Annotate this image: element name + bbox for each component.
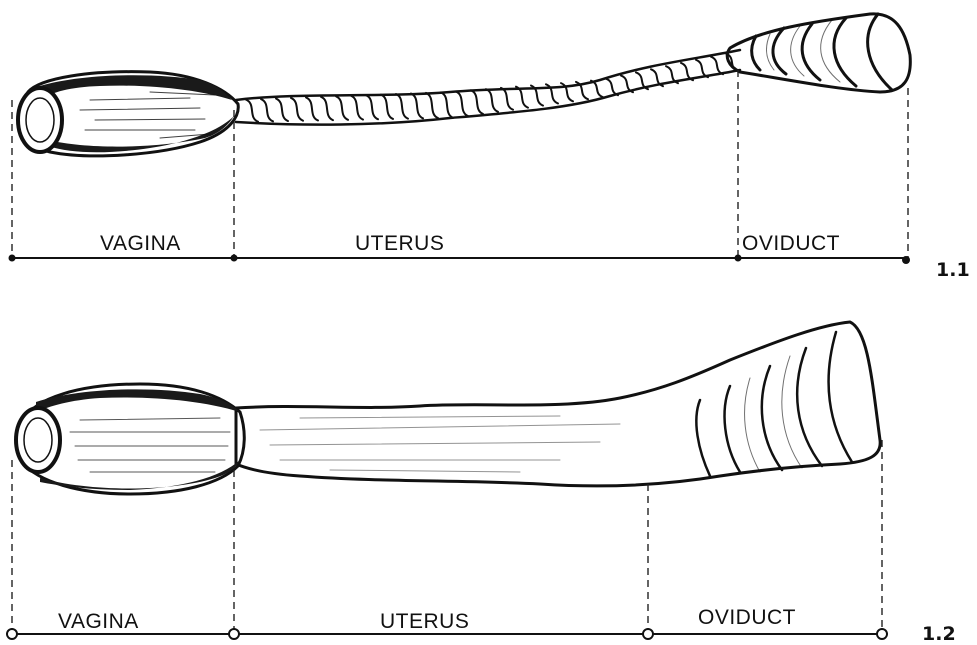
uterus-drawing-1-1 — [236, 50, 740, 125]
scale-marker — [7, 629, 17, 639]
label-oviduct-1-2: OVIDUCT — [698, 606, 796, 629]
scale-marker — [229, 629, 239, 639]
uterus-coil-stroke — [261, 99, 273, 121]
label-vagina-1-2: VAGINA — [58, 610, 139, 633]
figure-number-1-1: 1.1 — [936, 259, 970, 281]
figure-1-2: VAGINA UTERUS OVIDUCT 1.2 — [7, 322, 956, 645]
guides-1-2 — [12, 440, 882, 632]
uterus-coil-stroke — [696, 60, 708, 77]
uterus-coil-stroke — [381, 95, 393, 119]
scale-marker — [9, 255, 16, 262]
label-vagina-1-1: VAGINA — [100, 232, 181, 255]
uterus-coil-stroke — [306, 97, 318, 120]
uterus-coil-stroke — [366, 95, 378, 119]
uterus-coil-stroke — [471, 90, 483, 114]
uterus-coil-stroke — [321, 97, 333, 120]
label-uterus-1-2: UTERUS — [380, 610, 469, 633]
scale-marker — [643, 629, 653, 639]
uterus-coil-stroke — [441, 92, 453, 117]
uterus-coil-stroke — [501, 88, 513, 110]
scale-marker — [902, 256, 910, 264]
oviduct-drawing-1-1 — [727, 14, 910, 92]
label-uterus-1-1: UTERUS — [355, 232, 444, 255]
uterus-coil-stroke — [456, 92, 468, 117]
uterus-coil-stroke — [336, 96, 348, 120]
scale-marker — [877, 629, 887, 639]
uterus-coil-stroke — [486, 89, 498, 112]
uterus-drawing-1-2 — [236, 322, 880, 486]
uterus-coil-stroke — [426, 93, 438, 118]
uterus-coil-stroke — [351, 96, 363, 120]
label-oviduct-1-1: OVIDUCT — [742, 232, 840, 255]
uterus-coil-stroke — [606, 79, 618, 95]
uterus-coil-stroke — [711, 57, 723, 75]
uterus-coil-stroke — [411, 94, 423, 119]
oviduct-drawing-1-2 — [696, 332, 852, 476]
figure-1-1: VAGINA UTERUS OVIDUCT 1.1 — [9, 14, 970, 281]
scale-bar-1-1 — [9, 255, 911, 265]
vagina-drawing-1-1 — [18, 72, 238, 156]
scale-marker — [231, 255, 238, 262]
scale-marker — [735, 255, 742, 262]
uterus-coil-stroke — [276, 99, 288, 122]
uterus-coil-stroke — [396, 94, 408, 119]
figure-number-1-2: 1.2 — [922, 623, 956, 645]
vagina-drawing-1-2 — [16, 384, 244, 494]
uterus-coil-stroke — [246, 100, 258, 122]
uterus-coil-stroke — [291, 98, 303, 121]
